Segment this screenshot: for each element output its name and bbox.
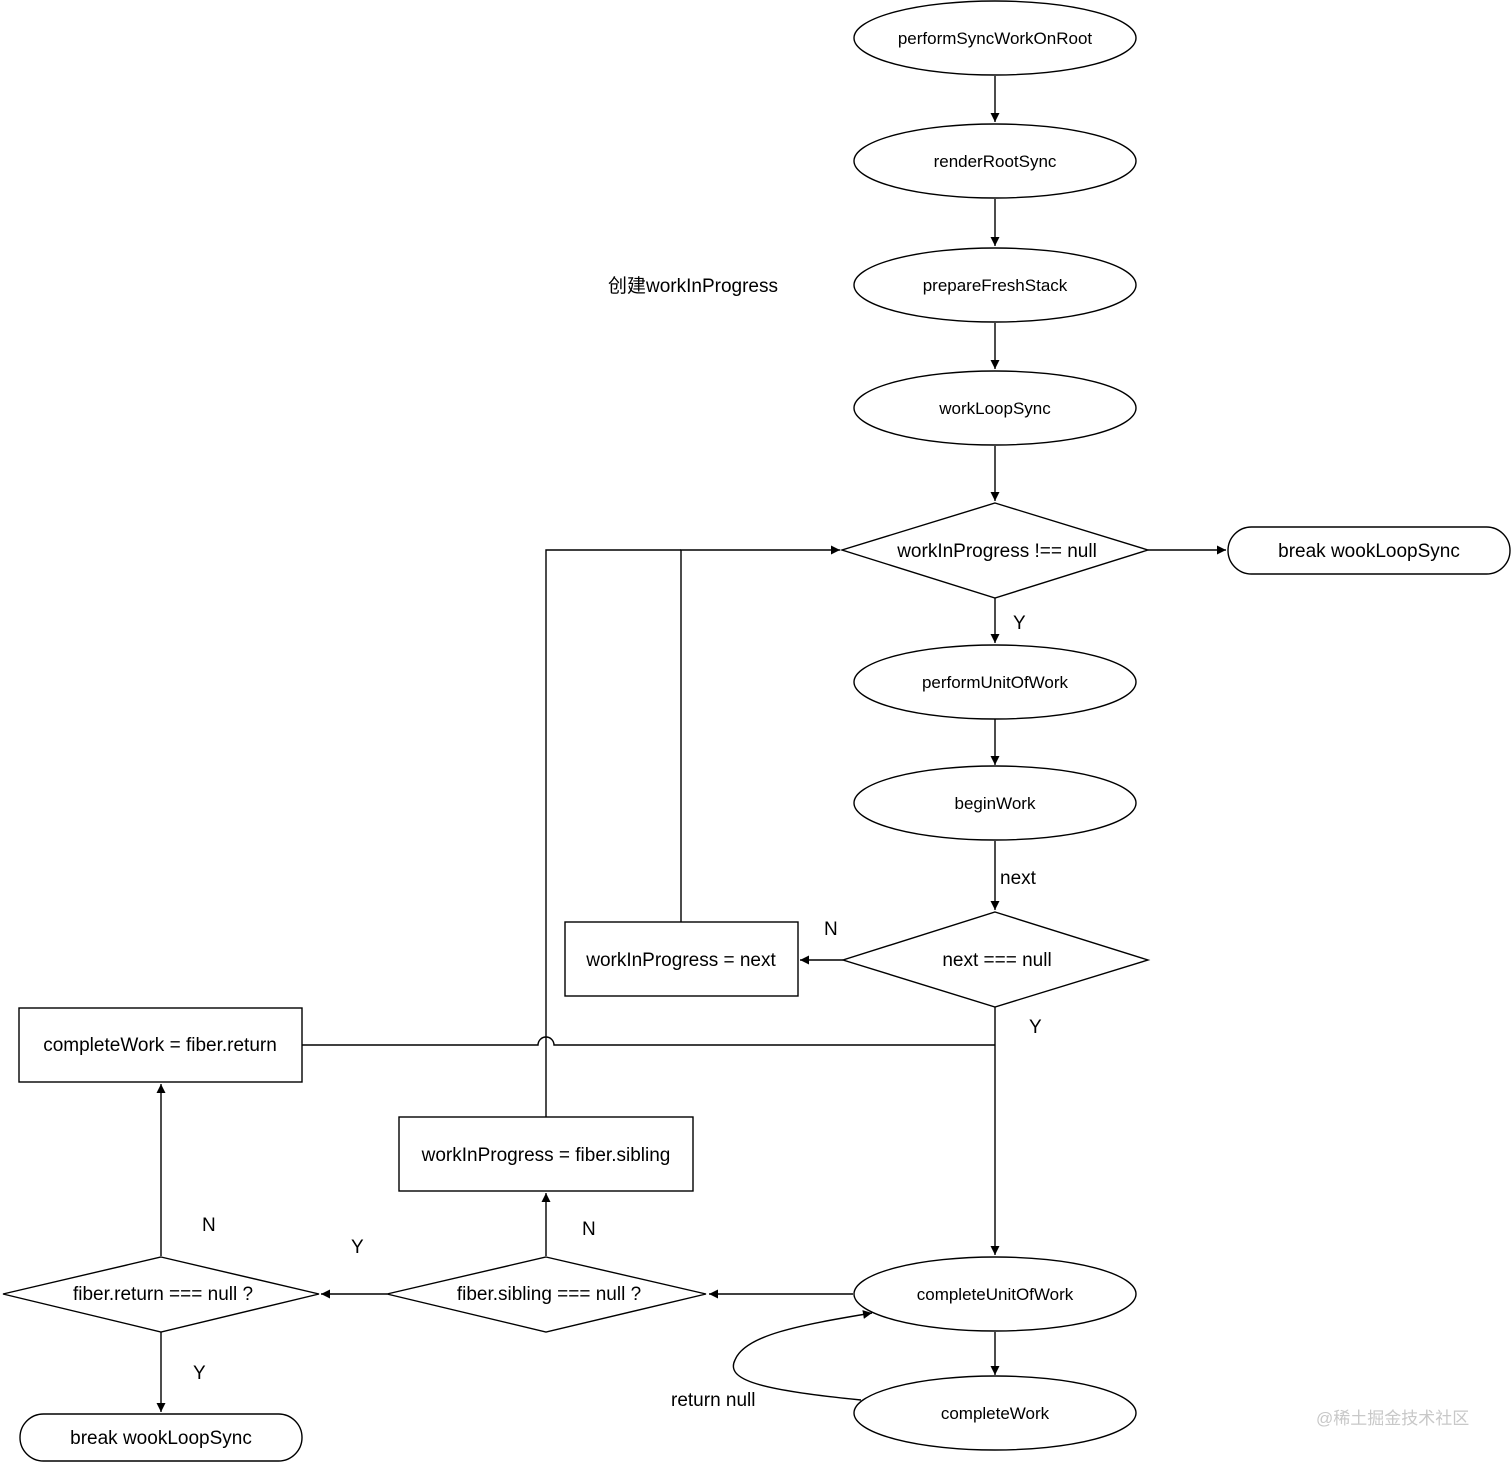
annotation-create-wip: 创建workInProgress — [608, 275, 778, 297]
watermark: @稀土掘金技术社区 — [1316, 1409, 1469, 1428]
decision-next-condition: next === null — [840, 911, 1151, 1008]
node-label: performUnitOfWork — [922, 673, 1069, 692]
decision-label: fiber.sibling === null ? — [457, 1284, 641, 1305]
node-complete-unit-of-work: completeUnitOfWork — [853, 1256, 1137, 1332]
terminal-label: break wookLoopSync — [70, 1428, 252, 1449]
node-complete-work: completeWork — [853, 1375, 1137, 1451]
node-label: beginWork — [955, 794, 1036, 813]
node-prepare-fresh-stack: prepareFreshStack — [853, 247, 1137, 323]
decision-label: fiber.return === null ? — [73, 1284, 253, 1305]
node-label: prepareFreshStack — [923, 276, 1068, 295]
decision-label: next === null — [942, 950, 1051, 971]
node-perform-unit-of-work: performUnitOfWork — [853, 644, 1137, 720]
node-label: completeWork — [941, 1404, 1050, 1423]
node-perform-sync-work-on-root: performSyncWorkOnRoot — [853, 0, 1137, 76]
label-next: next — [1000, 868, 1037, 889]
process-assign-next: workInProgress = next — [564, 921, 799, 997]
node-render-root-sync: renderRootSync — [853, 123, 1137, 199]
edge-assign-next-loopback — [680, 545, 840, 922]
label-return-yes: Y — [193, 1363, 206, 1384]
label-loop-yes: Y — [1013, 613, 1026, 634]
node-label: workLoopSync — [938, 399, 1051, 418]
decision-label: workInProgress !== null — [896, 541, 1097, 562]
edge-sibling-loopback — [545, 549, 681, 1117]
process-assign-sibling: workInProgress = fiber.sibling — [398, 1116, 694, 1192]
label-next-no: N — [824, 919, 838, 940]
decision-return-condition: fiber.return === null ? — [2, 1256, 320, 1333]
edge-completework-return-null-loop — [732, 1310, 873, 1401]
process-label: completeWork = fiber.return — [43, 1035, 277, 1056]
decision-sibling-condition: fiber.sibling === null ? — [386, 1256, 707, 1333]
terminal-break-top: break wookLoopSync — [1227, 526, 1511, 575]
node-begin-work: beginWork — [853, 765, 1137, 841]
label-return-null: return null — [671, 1390, 756, 1411]
node-work-loop-sync: workLoopSync — [853, 370, 1137, 446]
node-label: renderRootSync — [934, 152, 1057, 171]
terminal-label: break wookLoopSync — [1278, 541, 1460, 562]
edges — [156, 76, 1226, 1412]
label-sibling-no: N — [582, 1219, 596, 1240]
label-return-no: N — [202, 1215, 216, 1236]
terminal-break-bottom: break wookLoopSync — [19, 1413, 303, 1462]
decision-loop-condition: workInProgress !== null — [839, 502, 1151, 599]
process-complete-return: completeWork = fiber.return — [18, 1007, 303, 1083]
process-label: workInProgress = next — [585, 950, 776, 971]
label-next-yes: Y — [1029, 1017, 1042, 1038]
node-label: performSyncWorkOnRoot — [898, 29, 1093, 48]
process-label: workInProgress = fiber.sibling — [421, 1145, 671, 1166]
edge-complete-return-loop — [302, 1036, 995, 1046]
node-label: completeUnitOfWork — [917, 1285, 1074, 1304]
label-sibling-yes: Y — [351, 1237, 364, 1258]
